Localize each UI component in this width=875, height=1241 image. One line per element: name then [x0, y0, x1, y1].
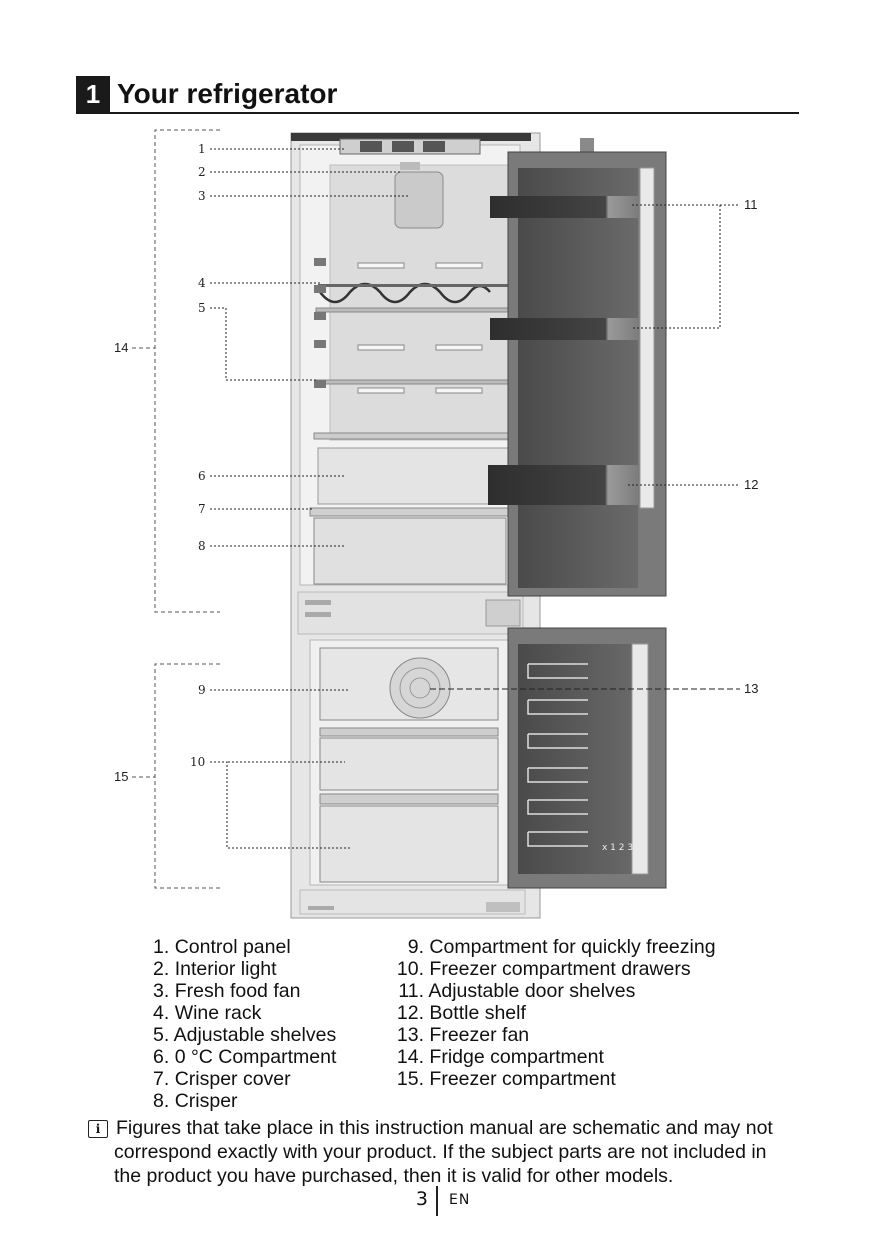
- leader-lines: [210, 148, 740, 849]
- legend-item: 3. Fresh food fan: [153, 980, 301, 1002]
- language-code: EN: [449, 1192, 471, 1208]
- page-footer: 3 EN: [0, 1186, 875, 1216]
- callout-3: 3: [198, 189, 206, 203]
- legend-item: 15. Freezer compartment: [396, 1068, 616, 1090]
- legend-item: 7. Crisper cover: [153, 1068, 291, 1090]
- callout-11: 11: [744, 197, 758, 212]
- legend-item: 6. 0 °C Compartment: [153, 1046, 337, 1068]
- legend-item: 10. Freezer compartment drawers: [396, 958, 691, 980]
- callout-13: 13: [744, 681, 759, 696]
- freezer-drawers: [319, 647, 499, 883]
- fridge-door: [488, 151, 667, 597]
- control-panel: [339, 138, 594, 155]
- bottle-shelf: [488, 465, 638, 505]
- wine-rack: [319, 282, 491, 304]
- zero-degree-compartment: [317, 447, 509, 505]
- callout-9: 9: [198, 683, 206, 697]
- note-line-1: Figures that take place in this instruct…: [116, 1117, 773, 1139]
- callout-12: 12: [744, 477, 759, 492]
- group-brackets: [132, 129, 220, 889]
- legend-right: 9. Compartment for quickly freezing 10. …: [388, 936, 716, 1090]
- page-number: 3: [415, 1188, 428, 1210]
- callout-14: 14: [114, 340, 129, 355]
- legend-item: 11. Adjustable door shelves: [398, 980, 636, 1002]
- section-header: 1 Your refrigerator: [76, 76, 799, 114]
- section-number: 1: [76, 76, 110, 112]
- info-icon: i: [88, 1120, 108, 1138]
- info-note: i Figures that take place in this instru…: [88, 1116, 808, 1188]
- legend-item: 14. Fridge compartment: [396, 1046, 604, 1068]
- footer-divider: [436, 1186, 438, 1216]
- refrigerator-diagram: x 1 2 3: [132, 129, 740, 919]
- callout-6: 6: [198, 469, 206, 483]
- legend-left: 1. Control panel 2. Interior light 3. Fr…: [153, 936, 336, 1112]
- crisper-cover: [309, 507, 511, 517]
- crisper: [313, 517, 507, 585]
- door-shelf-lower: [490, 318, 638, 340]
- fresh-food-fan: [394, 171, 444, 229]
- shelf-supports: [314, 258, 326, 388]
- note-line-2: correspond exactly with your product. If…: [114, 1141, 767, 1163]
- interior-light: [400, 162, 420, 170]
- door-shelf-upper: [490, 196, 638, 218]
- legend-item: 1. Control panel: [153, 936, 291, 958]
- callout-1: 1: [198, 142, 206, 156]
- legend-item: 5. Adjustable shelves: [153, 1024, 337, 1046]
- legend-item: 9. Compartment for quickly freezing: [407, 936, 716, 958]
- callout-8: 8: [198, 539, 206, 553]
- fridge-shelves: [313, 262, 515, 440]
- legend-item: 13. Freezer fan: [396, 1024, 530, 1046]
- wine-rack-bar: [318, 284, 512, 287]
- callout-15: 15: [114, 769, 129, 784]
- callout-2: 2: [198, 165, 206, 179]
- header-rule: [76, 112, 799, 114]
- note-line-3: the product you have purchased, then it …: [114, 1165, 674, 1187]
- callout-7: 7: [198, 502, 206, 516]
- section-title: Your refrigerator: [117, 78, 338, 109]
- callout-4: 4: [198, 276, 206, 290]
- freezer-fan-icon: [389, 657, 451, 719]
- legend-item: 4. Wine rack: [153, 1002, 262, 1024]
- legend-item: 2. Interior light: [153, 958, 277, 980]
- freezer-door: x 1 2 3: [507, 627, 667, 889]
- callout-5: 5: [198, 301, 206, 315]
- freezer-door-marking: x 1 2 3: [602, 843, 633, 853]
- legend-item: 8. Crisper: [153, 1090, 238, 1112]
- legend-item: 12. Bottle shelf: [396, 1002, 526, 1024]
- callout-10: 10: [190, 755, 206, 769]
